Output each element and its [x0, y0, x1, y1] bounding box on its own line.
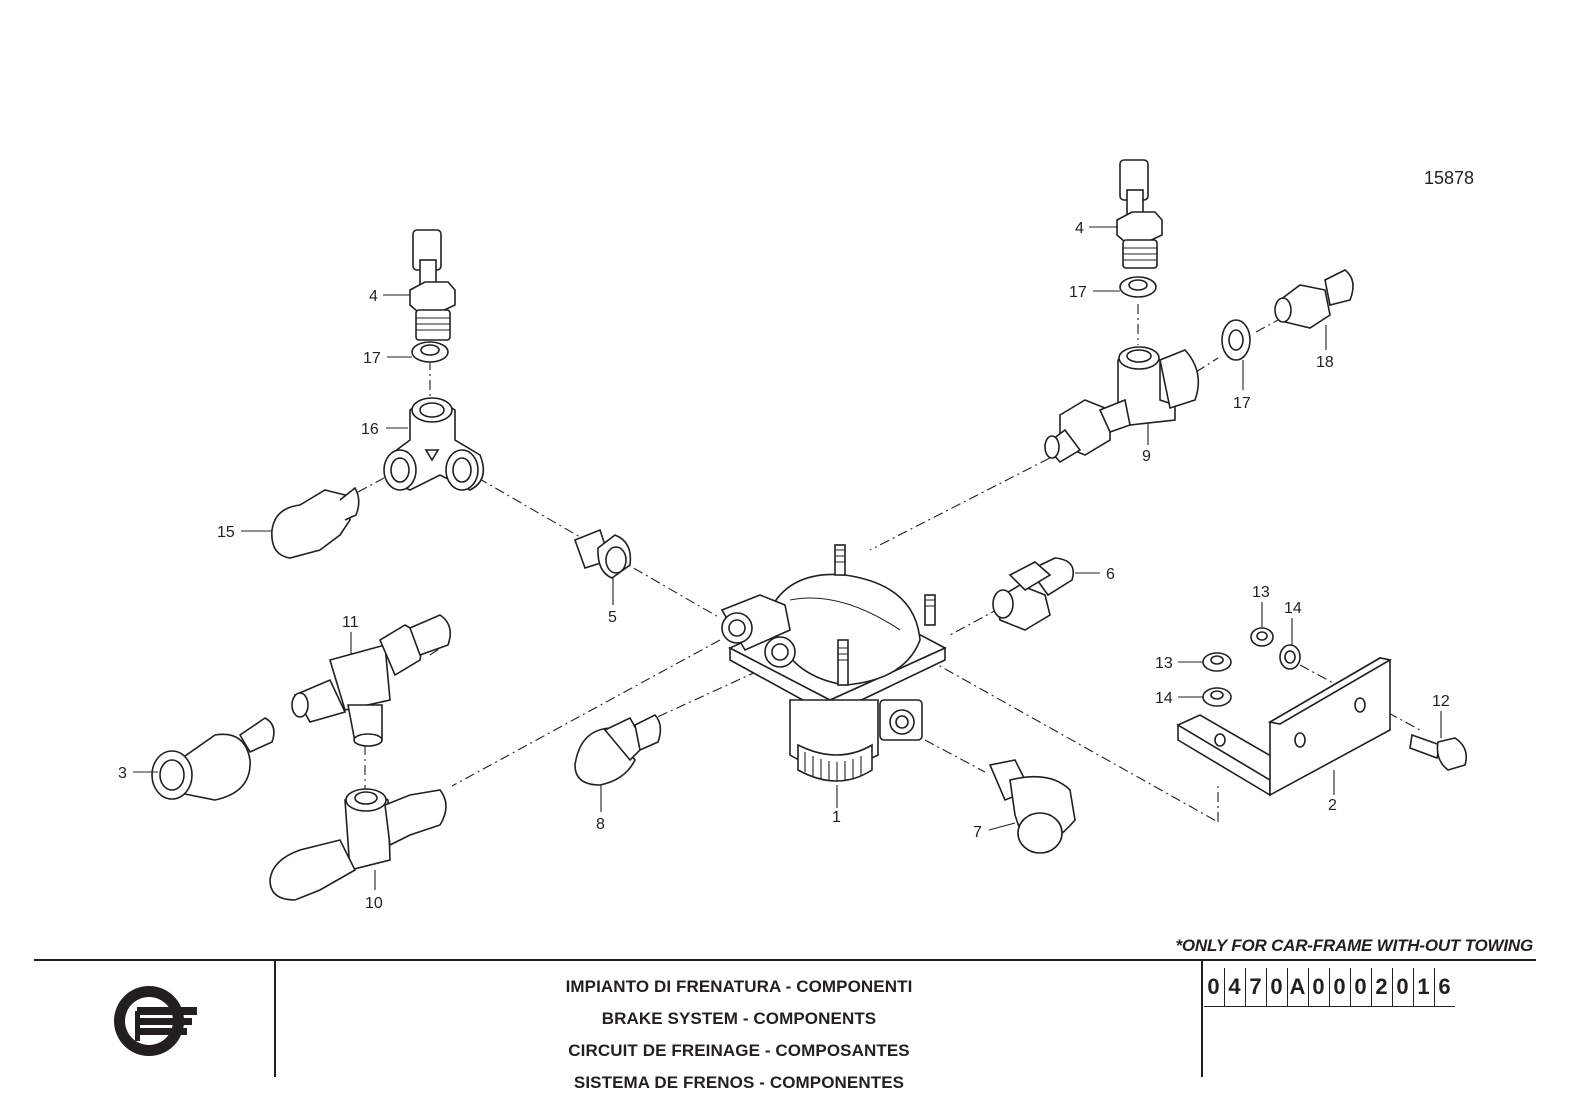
- assembly-axis-lines: [357, 304, 1421, 823]
- callout-16: 16: [361, 421, 379, 438]
- elbow-part-7: [988, 759, 1076, 854]
- title-spanish: SISTEMA DE FRENOS - COMPONENTES: [573, 1073, 905, 1092]
- callout-13-top: 13: [1252, 584, 1270, 601]
- callout-14-top: 14: [1284, 600, 1302, 617]
- callout-3: 3: [118, 765, 127, 782]
- code-char: 0: [1393, 968, 1414, 1006]
- leader-lines: [133, 226, 1442, 890]
- callout-9: 9: [1142, 448, 1151, 465]
- code-char: 0: [1309, 968, 1330, 1006]
- callout-4-left: 4: [369, 288, 378, 305]
- callout-numbers: 1 2 3 4 4 5 6 7 8 9 10 11 12 13 13 14 14…: [118, 220, 1450, 912]
- tee-fitting-part-10: [269, 788, 447, 901]
- callout-5: 5: [608, 609, 617, 626]
- title-english: BRAKE SYSTEM - COMPONENTS: [601, 1009, 877, 1028]
- title-block-border: [34, 959, 1536, 961]
- code-char: 7: [1246, 968, 1267, 1006]
- code-char: 2: [1372, 968, 1393, 1006]
- manufacturer-logo-icon: [114, 986, 197, 1056]
- callout-4-right: 4: [1075, 220, 1084, 237]
- title-italian: IMPIANTO DI FRENATURA - COMPONENTI: [565, 977, 913, 996]
- callout-1: 1: [832, 809, 841, 826]
- code-char: 0: [1204, 968, 1225, 1006]
- callout-12: 12: [1432, 693, 1450, 710]
- code-char: 4: [1225, 968, 1246, 1006]
- bolt-part-12: [1409, 733, 1468, 771]
- code-char: A: [1288, 968, 1309, 1006]
- tee-fitting-part-9: [1043, 346, 1200, 464]
- union-part-18: [1274, 269, 1354, 329]
- screw-part-5: [573, 528, 632, 579]
- pressure-switch-part-4-right: [1116, 159, 1163, 269]
- part-code: 0 4 7 0 A 0 0 0 2 0 1 6: [1204, 968, 1455, 1007]
- callout-2: 2: [1328, 797, 1337, 814]
- callout-15: 15: [217, 524, 235, 541]
- callout-8: 8: [596, 816, 605, 833]
- plug-part-8: [574, 714, 662, 786]
- code-char: 0: [1351, 968, 1372, 1006]
- tee-fitting-part-16: [383, 397, 485, 491]
- drawing-number: 15878: [1424, 168, 1475, 188]
- pressure-switch-part-4-left: [409, 229, 456, 341]
- coupling-part-3: [151, 717, 275, 801]
- towing-note: *ONLY FOR CAR-FRAME WITH-OUT TOWING: [1175, 936, 1533, 955]
- title-block-divider: [1201, 961, 1203, 1077]
- callout-10: 10: [365, 895, 383, 912]
- tee-fitting-part-11: [291, 614, 451, 747]
- callout-18: 18: [1316, 354, 1334, 371]
- callout-6: 6: [1106, 566, 1115, 583]
- code-char: 0: [1267, 968, 1288, 1006]
- callout-17-right-top: 17: [1069, 284, 1087, 301]
- plug-part-15: [271, 486, 360, 559]
- code-char: 6: [1438, 974, 1452, 999]
- callout-17-left: 17: [363, 350, 381, 367]
- callout-14-left: 14: [1155, 690, 1173, 707]
- bracket-part-2: [1176, 657, 1393, 797]
- title-block-titles: IMPIANTO DI FRENATURA - COMPONENTI BRAKE…: [277, 973, 1201, 1101]
- code-char: 1: [1414, 968, 1435, 1006]
- title-block-divider: [274, 961, 276, 1077]
- code-char: 0: [1330, 968, 1351, 1006]
- callout-17-right: 17: [1233, 395, 1251, 412]
- union-part-6: [992, 557, 1074, 631]
- title-french: CIRCUIT DE FREINAGE - COMPOSANTES: [568, 1041, 910, 1060]
- callout-11: 11: [342, 614, 359, 631]
- callout-13-left: 13: [1155, 655, 1173, 672]
- relay-valve-part-1: [720, 544, 947, 782]
- callout-7: 7: [973, 824, 982, 841]
- nut-and-washer-parts-13-14: [1202, 627, 1301, 707]
- washer-part-17: [411, 276, 1251, 363]
